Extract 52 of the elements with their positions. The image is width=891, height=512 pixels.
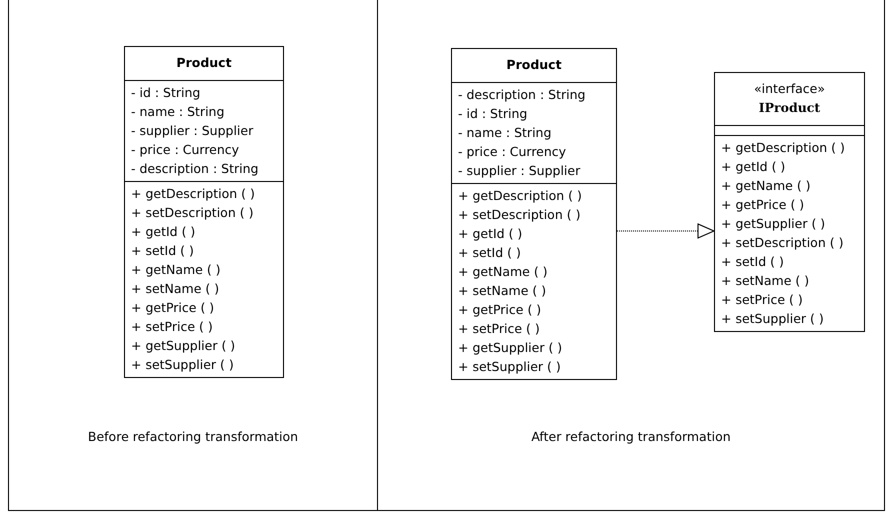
method-text: + getDescription ( ): [457, 187, 582, 205]
method-text: + getPrice ( ): [130, 299, 214, 317]
method-text: + setPrice ( ): [130, 318, 213, 336]
method-text: + getId ( ): [720, 158, 786, 176]
caption-text: After refactoring transformation: [531, 429, 731, 444]
class-name: IProduct: [758, 99, 820, 117]
panel-frame: [377, 0, 885, 511]
class-box: [714, 72, 865, 332]
method-text: + setDescription ( ): [130, 204, 254, 222]
method-text: + getPrice ( ): [720, 196, 804, 214]
method-text: + getSupplier ( ): [457, 339, 562, 357]
attribute-text: - description : String: [130, 160, 258, 178]
attribute-text: - name : String: [130, 103, 224, 121]
method-text: + setName ( ): [720, 272, 810, 290]
method-text: + setId ( ): [457, 244, 521, 262]
class-box: [451, 48, 617, 380]
method-text: + getSupplier ( ): [720, 215, 826, 233]
method-text: + setName ( ): [130, 280, 220, 298]
attribute-text: - name : String: [457, 124, 552, 142]
method-text: + setDescription ( ): [457, 206, 580, 224]
method-text: + setDescription ( ): [720, 234, 844, 252]
panel-frame: [8, 0, 378, 511]
realization-arrow: [616, 224, 714, 238]
attribute-text: - price : Currency: [457, 143, 566, 161]
method-text: + getDescription ( ): [130, 185, 255, 203]
method-text: + getName ( ): [130, 261, 221, 279]
attribute-text: - supplier : Supplier: [457, 162, 580, 180]
attribute-text: - id : String: [457, 105, 528, 123]
method-text: + getName ( ): [457, 263, 548, 281]
method-text: + setSupplier ( ): [720, 310, 824, 328]
class-name: Product: [506, 56, 562, 74]
attribute-text: - supplier : Supplier: [130, 122, 254, 140]
class-box: [124, 46, 284, 378]
method-text: + setPrice ( ): [457, 320, 540, 338]
method-text: + setPrice ( ): [720, 291, 803, 309]
method-text: + getId ( ): [130, 223, 196, 241]
attribute-text: - id : String: [130, 84, 200, 102]
method-text: + setName ( ): [457, 282, 546, 300]
attribute-text: - description : String: [457, 86, 586, 104]
method-text: + setId ( ): [130, 242, 194, 260]
attribute-text: - price : Currency: [130, 141, 240, 159]
stereotype-text: «interface»: [754, 80, 826, 98]
method-text: + getName ( ): [720, 177, 811, 195]
method-text: + setSupplier ( ): [130, 356, 234, 374]
class-name: Product: [176, 54, 232, 72]
method-text: + getId ( ): [457, 225, 522, 243]
caption-text: Before refactoring transformation: [88, 429, 298, 444]
method-text: + setId ( ): [720, 253, 784, 271]
method-text: + getDescription ( ): [720, 139, 845, 157]
method-text: + getSupplier ( ): [130, 337, 236, 355]
method-text: + getPrice ( ): [457, 301, 542, 319]
method-text: + setSupplier ( ): [457, 358, 561, 376]
